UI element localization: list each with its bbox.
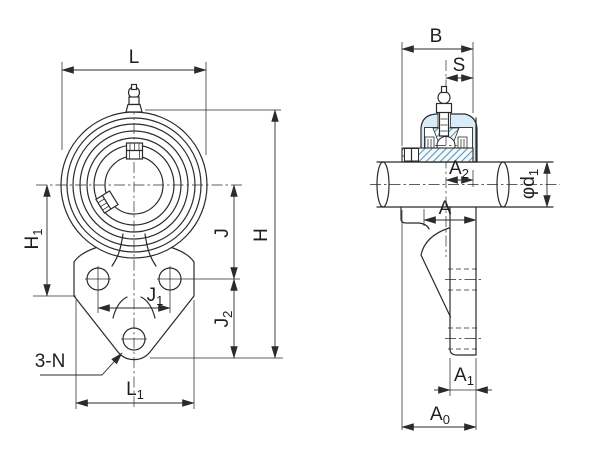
dim-A2-label: A2 (449, 158, 469, 181)
dim-A0-label: A0 (430, 404, 450, 427)
housing-circles (60, 111, 208, 259)
dim-A-label: A (439, 198, 452, 219)
front-view: L H1 J J2 H J1 L1 3-N (22, 47, 283, 410)
web-curve-left (111, 233, 124, 267)
dim-H-label: H (251, 228, 272, 242)
grease-fitting-front (125, 83, 143, 113)
dim-L-label: L (129, 47, 140, 68)
dim-J2-label: J2 (212, 311, 235, 328)
shaft-break-right (496, 161, 510, 208)
dim-B-label: B (430, 26, 443, 47)
dim-3N-label: 3-N (35, 351, 66, 372)
set-screw-top (125, 142, 144, 160)
set-screw-side (95, 190, 119, 214)
web-curve-right (144, 233, 157, 267)
flange-outline (73, 246, 195, 361)
grease-fitting-side (435, 85, 453, 137)
front-dimensions (40, 66, 279, 407)
boss-curve-right (140, 296, 156, 319)
dim-J-label: J (212, 228, 233, 238)
shaft (376, 161, 554, 208)
side-dimensions (401, 45, 551, 431)
dim-H1-label: H1 (22, 229, 45, 250)
shaft-break-left (376, 161, 390, 208)
dim-L1-label: L1 (126, 379, 144, 402)
web-outline (420, 227, 452, 318)
side-view: B S A2 A φd1 A1 A0 (370, 26, 560, 431)
leader-3N (40, 352, 123, 376)
flange-plate (400, 117, 483, 356)
boss-curve-left (112, 296, 128, 319)
front-extension-lines (33, 62, 283, 409)
dim-J1-label: J1 (147, 285, 164, 308)
dim-S-label: S (453, 55, 466, 76)
side-extension-lines (401, 42, 477, 430)
dim-phid1-label: φd1 (518, 169, 541, 199)
boss-outline (400, 206, 430, 230)
dim-A1-label: A1 (454, 365, 474, 388)
